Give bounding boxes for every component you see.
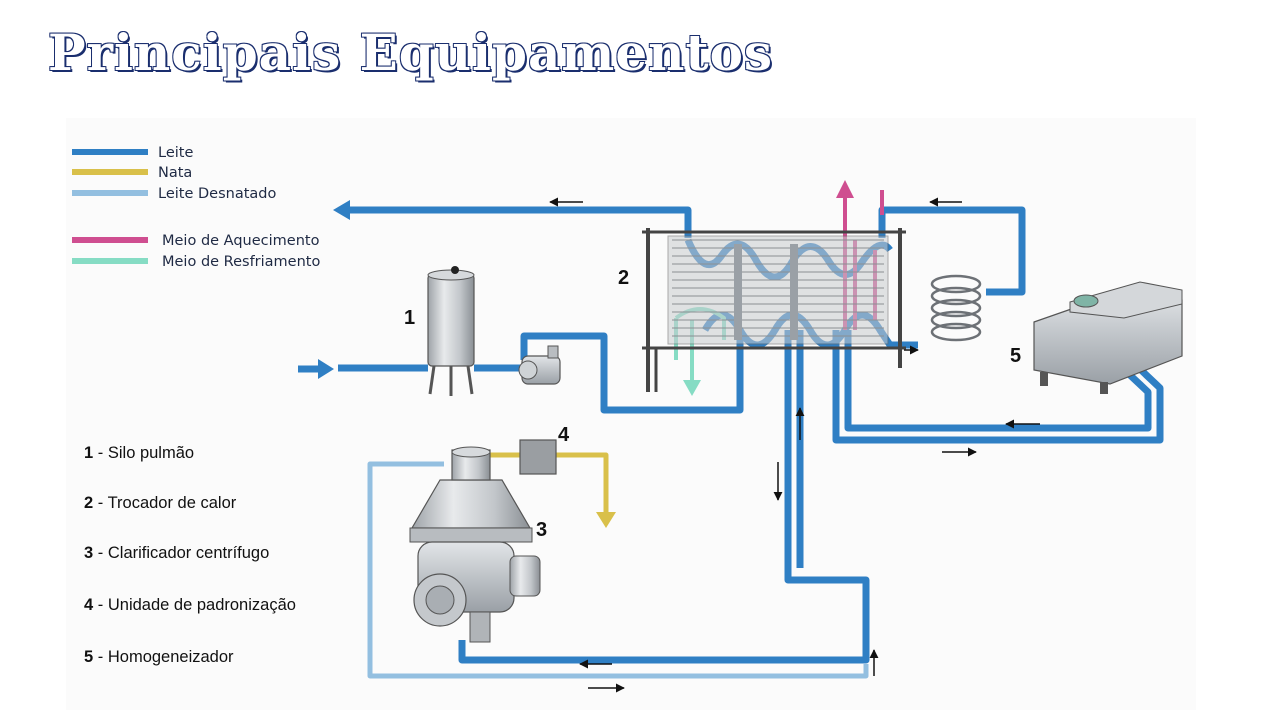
plate-heat-exchanger	[642, 228, 906, 392]
key-item-3-sep: -	[93, 544, 108, 562]
silo-buffer-tank	[427, 266, 475, 396]
key-item-1-num: 1	[84, 444, 93, 462]
legend-label-nata: Nata	[158, 165, 192, 181]
legend-item-nata: Nata	[72, 165, 192, 181]
diagram-background	[66, 118, 1196, 710]
marker-exchanger: 2	[618, 267, 629, 289]
marker-silo: 1	[404, 307, 415, 329]
key-item-1: 1 - Silo pulmão	[84, 444, 194, 462]
legend-label-leite: Leite	[158, 145, 193, 161]
key-item-1-sep: -	[93, 444, 108, 462]
pump-to-exchanger-pipe	[520, 330, 744, 414]
key-item-5-sep: -	[93, 648, 108, 666]
marker-homogenizer: 5	[1010, 345, 1021, 367]
homogenizer-return-pipe	[844, 330, 1152, 432]
homogenizer-feed-pipe	[832, 330, 1164, 444]
exchanger-to-clarifier-pipe	[458, 330, 870, 664]
key-item-2-sep: -	[93, 494, 107, 512]
key-item-5-text: Homogeneizador	[108, 648, 234, 666]
key-item-5: 5 - Homogeneizador	[84, 648, 234, 666]
holding-coil	[930, 274, 982, 342]
key-item-3-text: Clarificador centrífugo	[108, 544, 269, 562]
standardization-unit	[519, 439, 557, 475]
legend-item-meio-aquecimento: Meio de Aquecimento	[72, 233, 320, 249]
heating-medium-arrowhead	[836, 180, 854, 198]
feed-pump	[518, 345, 561, 385]
key-item-4: 4 - Unidade de padronização	[84, 596, 296, 614]
homogenizer-machine	[1033, 281, 1183, 394]
equipment-key: 1 - Silo pulmão 2 - Trocador de calor 3 …	[84, 444, 296, 666]
key-item-3: 3 - Clarificador centrífugo	[84, 544, 269, 562]
cooling-medium-arrowhead	[683, 380, 701, 396]
legend-item-leite-desnatado: Leite Desnatado	[72, 186, 276, 202]
skim-milk-pipe	[367, 461, 869, 679]
key-item-1-text: Silo pulmão	[108, 444, 194, 462]
key-item-4-sep: -	[93, 596, 108, 614]
legend-item-leite: Leite	[72, 145, 193, 161]
legend-label-meio-resfriamento: Meio de Resfriamento	[162, 254, 320, 270]
marker-standardization: 4	[558, 424, 570, 446]
coil-return-pipe	[878, 206, 1026, 296]
key-item-4-num: 4	[84, 596, 94, 614]
marker-clarifier: 3	[536, 519, 547, 541]
cream-out-pipe	[556, 452, 609, 512]
key-item-5-num: 5	[84, 648, 93, 666]
milk-inlet-arrowhead	[318, 359, 334, 379]
key-item-3-num: 3	[84, 544, 93, 562]
key-item-2: 2 - Trocador de calor	[84, 494, 237, 512]
legend: Leite Nata Leite Desnatado Meio de Aquec…	[72, 145, 320, 270]
equipment-markers: 1 2 3 4 5	[404, 267, 1021, 541]
legend-item-meio-resfriamento: Meio de Resfriamento	[72, 254, 320, 270]
milk-outlet-pipe	[348, 206, 692, 238]
milk-outlet-arrowhead	[333, 200, 350, 220]
cream-arrowhead	[596, 512, 616, 528]
legend-label-leite-desnatado: Leite Desnatado	[158, 186, 276, 202]
slide-title: Principais Equipamentos	[47, 23, 774, 82]
key-item-4-text: Unidade de padronização	[108, 596, 296, 614]
key-item-2-num: 2	[84, 494, 93, 512]
exchanger-plates	[672, 239, 884, 337]
legend-label-meio-aquecimento: Meio de Aquecimento	[162, 233, 320, 249]
centrifugal-clarifier	[409, 446, 541, 643]
key-item-2-text: Trocador de calor	[108, 494, 237, 512]
flow-direction-arrows	[549, 197, 1040, 693]
